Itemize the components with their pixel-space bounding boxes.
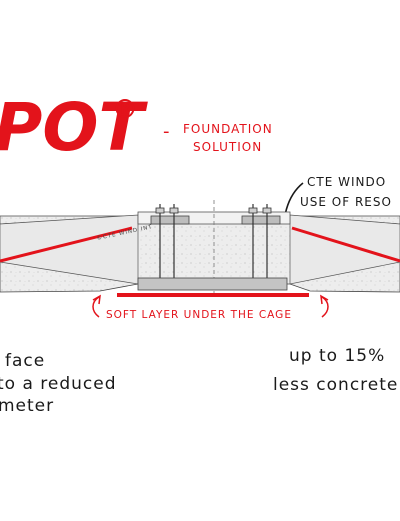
brand-dash: - [163,121,171,142]
top-plate-right [241,215,281,225]
callout-top-right-line1: CTE WINDO [307,175,386,189]
callout-top-right-line2: USE OF RESO [300,195,392,209]
brand-registered-mark: ® [112,95,138,125]
brand-subtitle-line2: SOLUTION [193,140,262,154]
soft-layer-arrowhead-left-icon [92,294,101,305]
bolt-nut [248,207,258,214]
soft-layer [117,293,309,297]
note-left-line1: face [5,351,45,371]
note-right-line1: up to 15% [289,346,385,366]
note-left-line2: to a reduced [0,374,117,394]
rebar-left-line [0,226,133,263]
bolt-nut [262,207,272,214]
top-plate-left [150,215,190,225]
soft-layer-label: SOFT LAYER UNDER THE CAGE [106,309,292,321]
bolt-nut [155,207,165,214]
bolt-nut [169,207,179,214]
soft-layer-arrowhead-right-icon [320,294,329,305]
bolt-nut-group [155,207,272,214]
slope-right [289,214,400,285]
brand-subtitle-line1: FOUNDATION [183,122,273,136]
rebar-right-line [291,226,400,263]
note-right-line2: less concrete [273,375,398,395]
anchor-bolt-group [159,204,268,286]
brand-title: POT [0,89,148,166]
bottom-plate [137,277,288,291]
note-left-line3: meter [0,396,54,416]
